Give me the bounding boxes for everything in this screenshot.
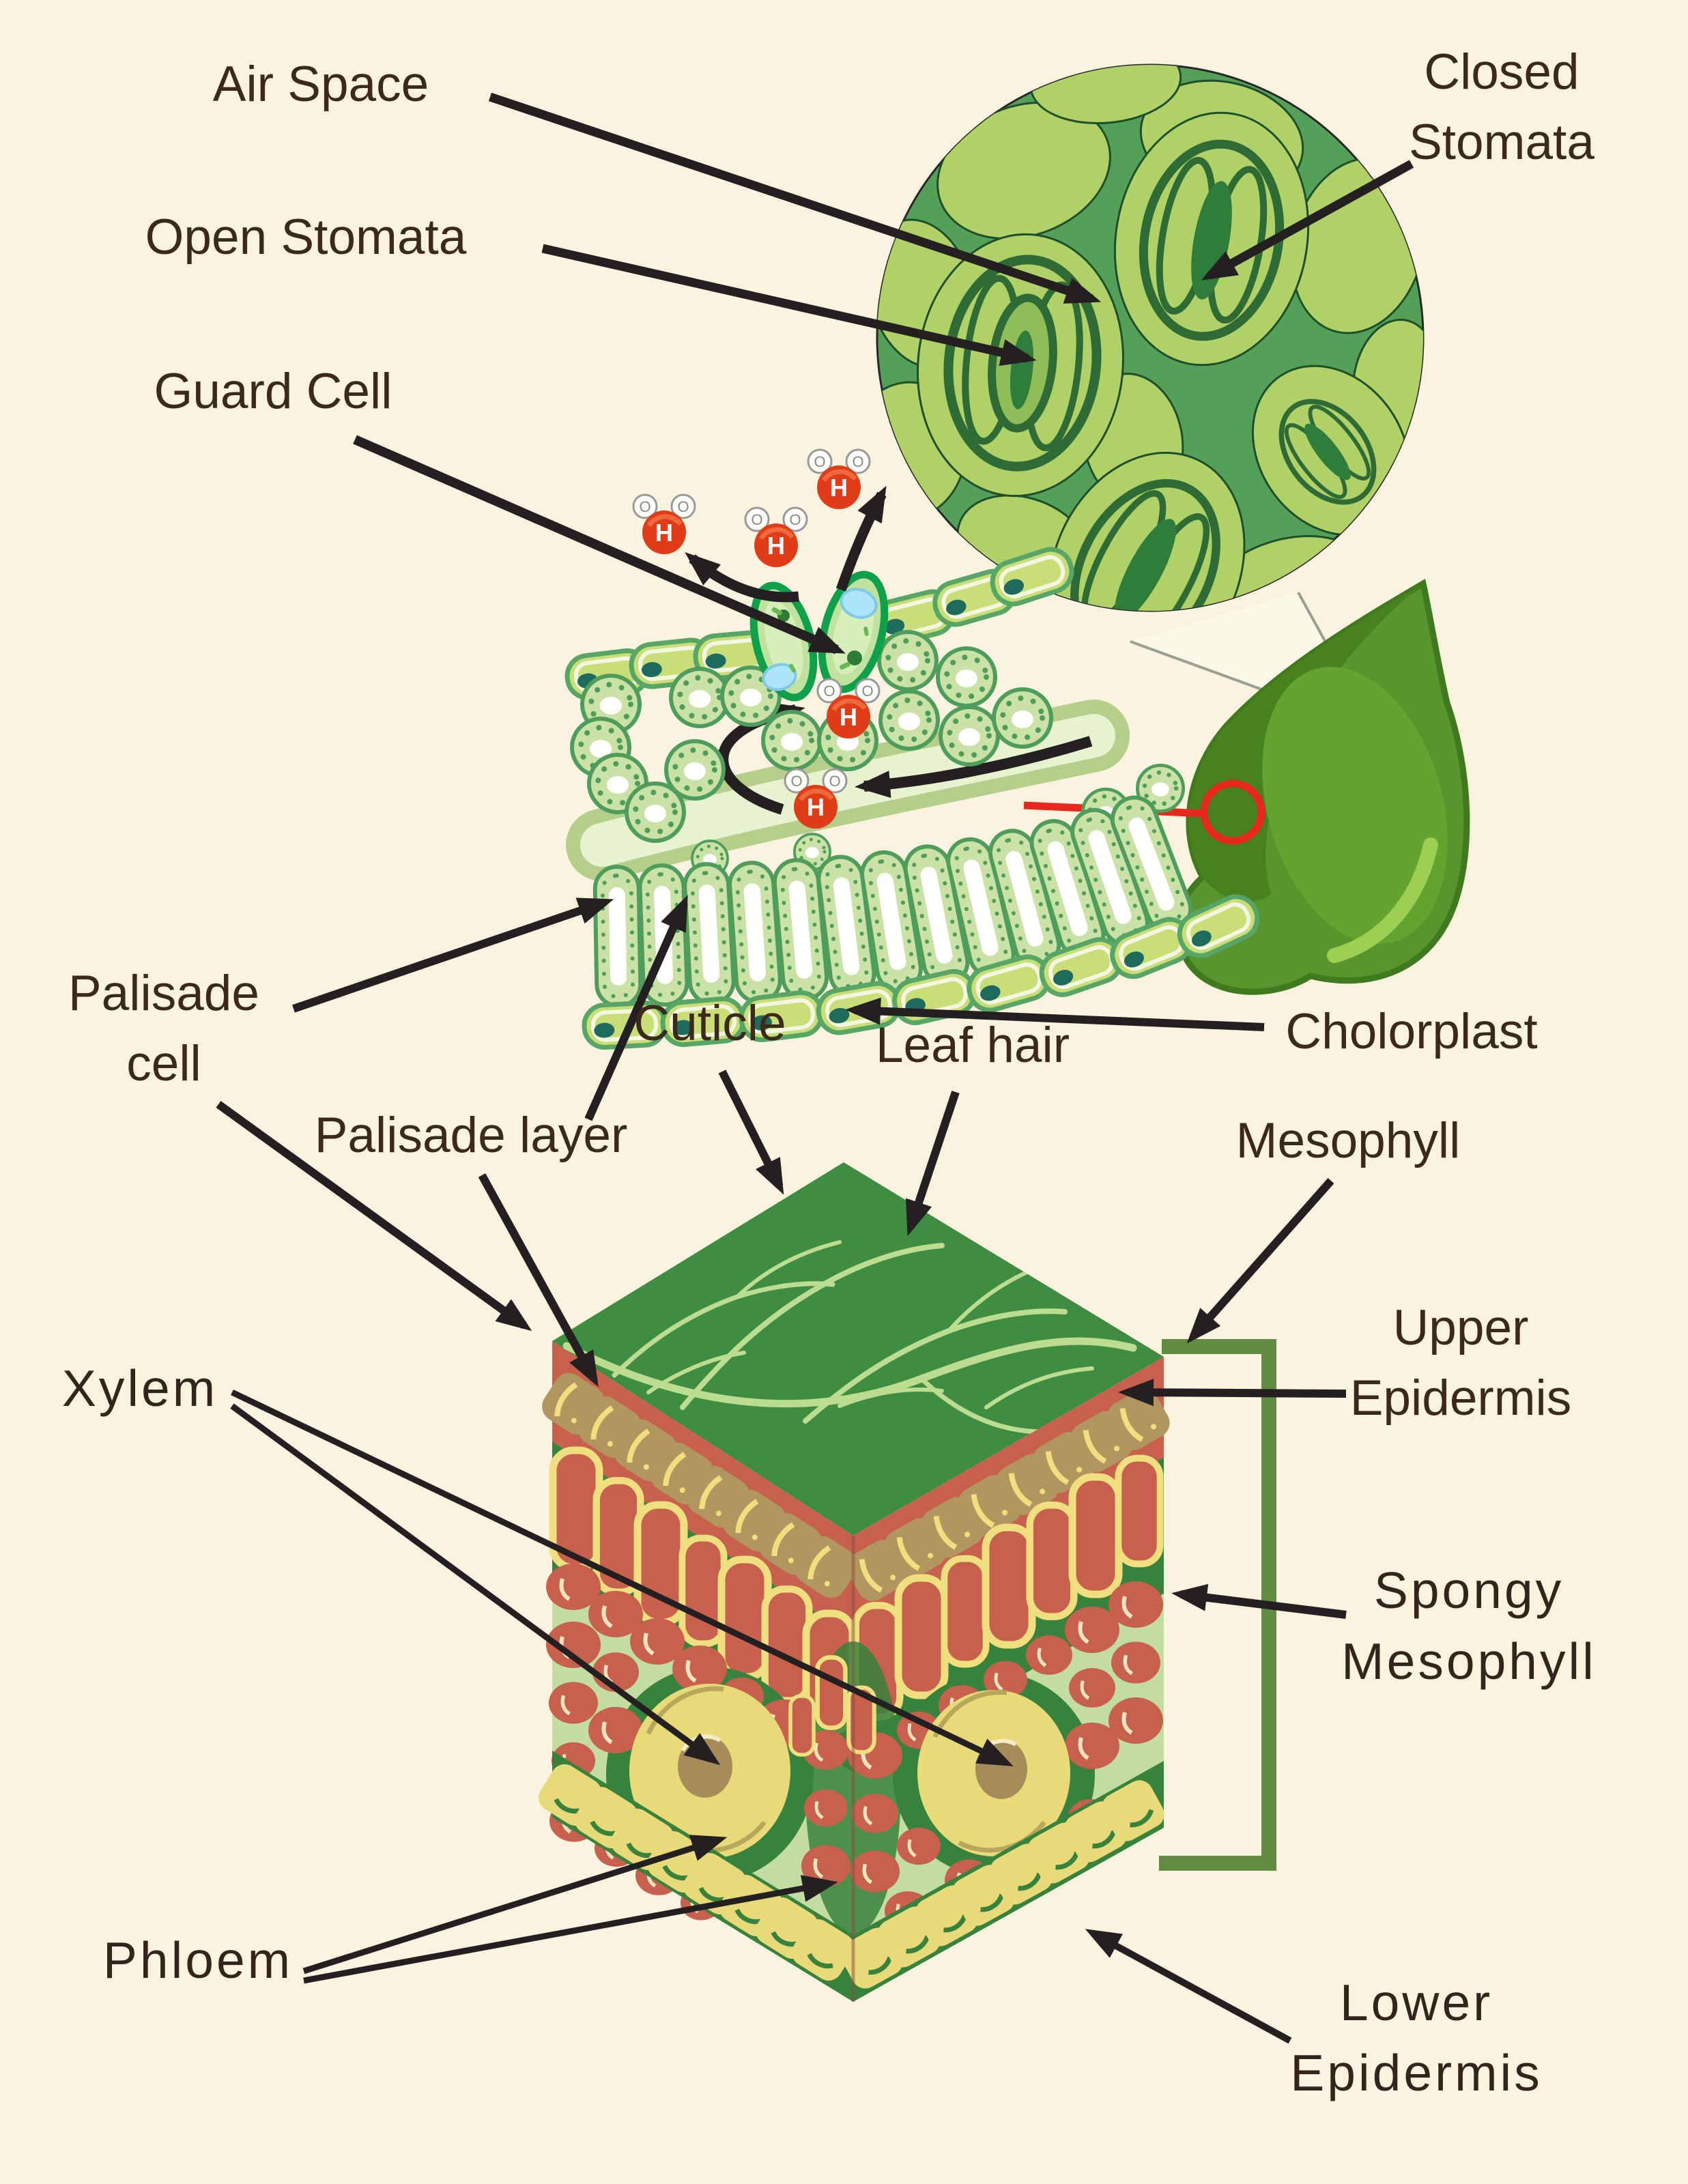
arrow-palisade-cell-up xyxy=(292,897,614,1013)
palisade-layer-cell xyxy=(790,1696,814,1755)
transpiration-arrow xyxy=(835,485,887,592)
cuticle-top-face xyxy=(552,1162,1164,1536)
label-spongy-mesophyll-line2: Mesophyll xyxy=(1341,1633,1597,1690)
label-air-space: Air Space xyxy=(213,57,429,112)
label-lower-epidermis-line2: Epidermis xyxy=(1290,2044,1542,2101)
arrow-guard-cell xyxy=(353,435,846,655)
label-chloroplast: Cholorplast xyxy=(1285,1004,1537,1059)
water-molecule-icon xyxy=(745,508,807,567)
label-cuticle: Cuticle xyxy=(633,996,786,1051)
arrow-chloroplast xyxy=(845,997,1265,1031)
spongy-cell xyxy=(941,707,998,764)
arrow-spongy-mesophyll xyxy=(1171,1583,1347,1619)
spongy-cell xyxy=(671,669,728,726)
arrow-palisade-cell-down xyxy=(216,1101,532,1332)
water-molecule-icon xyxy=(633,495,695,554)
annotation-arrows xyxy=(216,92,1414,2044)
spongy-cell xyxy=(938,648,995,706)
arrow-xylem-left xyxy=(230,1403,721,1766)
label-xylem: Xylem xyxy=(62,1360,218,1417)
water-flow-arrow xyxy=(855,736,1093,799)
arrow-phloem-left xyxy=(302,1835,728,1974)
label-spongy-mesophyll-line1: Spongy xyxy=(1374,1562,1564,1619)
label-phloem: Phloem xyxy=(103,1931,293,1989)
palisade-cell-shape xyxy=(595,866,641,1006)
label-upper-epidermis-line2: Epidermis xyxy=(1350,1370,1572,1426)
spongy-cell xyxy=(627,784,684,841)
vacuole xyxy=(840,588,878,619)
label-closed-stomata-line1: Closed xyxy=(1424,44,1579,100)
label-leaf-hair: Leaf hair xyxy=(876,1018,1070,1073)
spongy-cell xyxy=(763,712,820,769)
arrow-xylem-right xyxy=(231,1389,1014,1767)
label-open-stomata: Open Stomata xyxy=(145,210,467,265)
cell-cross-section xyxy=(565,450,1264,1048)
spongy-cell xyxy=(881,691,938,749)
label-palisade-layer: Palisade layer xyxy=(315,1108,628,1163)
arrow-palisade-layer-down xyxy=(478,1173,599,1388)
label-palisade-cell-line2: cell xyxy=(126,1036,201,1091)
labels: Air Space Open Stomata Guard Cell Closed… xyxy=(62,44,1597,2101)
label-guard-cell: Guard Cell xyxy=(154,364,392,419)
arrow-air-space xyxy=(488,92,1102,304)
arrow-upper-epidermis xyxy=(1118,1379,1347,1407)
water-molecule-icon xyxy=(808,450,870,509)
label-upper-epidermis-line1: Upper xyxy=(1393,1300,1529,1355)
label-mesophyll: Mesophyll xyxy=(1236,1113,1461,1168)
arrow-lower-epidermis xyxy=(1085,1929,1292,2044)
nucleus xyxy=(847,650,862,665)
guard-cell-pair xyxy=(749,571,889,702)
leaf-tissue-block xyxy=(471,1162,1175,2002)
transpiration-arrow xyxy=(685,551,799,603)
arrow-palisade-layer-up xyxy=(584,895,688,1121)
spongy-cell xyxy=(994,689,1051,747)
leaf-illustration xyxy=(1175,578,1470,995)
arrow-cuticle xyxy=(718,1069,784,1195)
label-closed-stomata-line2: Stomata xyxy=(1409,115,1594,170)
label-palisade-cell-line1: Palisade xyxy=(68,966,259,1021)
arrow-mesophyll xyxy=(1186,1178,1334,1344)
arrow-phloem-right xyxy=(303,1875,838,1984)
arrow-leaf-hair xyxy=(906,1091,960,1237)
palisade-layer-cell xyxy=(818,1657,846,1727)
vacuole xyxy=(762,663,797,691)
arrow-open-stomata xyxy=(541,244,1037,367)
arrow-closed-stomata xyxy=(1201,160,1414,281)
spongy-cell xyxy=(879,632,936,689)
label-lower-epidermis-line1: Lower xyxy=(1340,1974,1493,2031)
palisade-cell-shape xyxy=(684,863,735,1004)
stomata-microscope-view xyxy=(876,63,1425,612)
